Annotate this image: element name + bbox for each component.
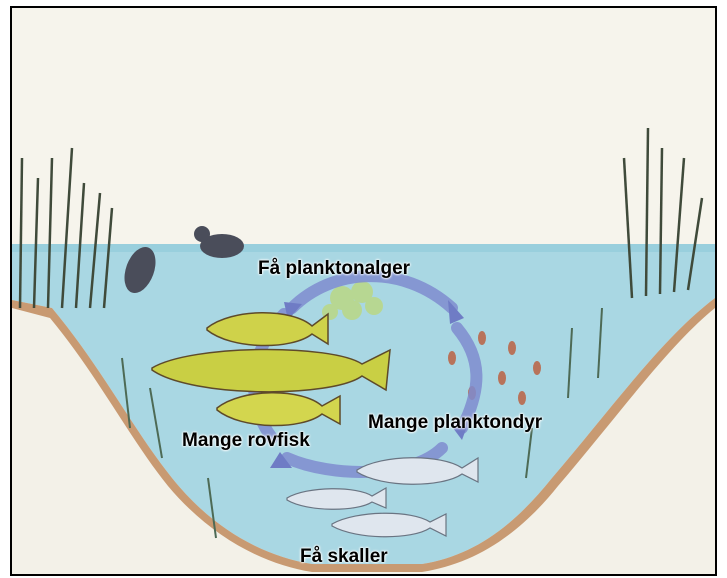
- label-few-phytoplankton: Få planktonalger: [258, 258, 410, 280]
- label-many-predator-fish: Mange rovfisk: [182, 430, 310, 452]
- water-surface: [12, 244, 715, 252]
- lake-scene: [12, 8, 715, 574]
- label-many-zooplankton: Mange planktondyr: [368, 412, 542, 434]
- lake-illustration: Få planktonalger Mange planktondyr Mange…: [10, 6, 717, 576]
- label-few-roach: Få skaller: [300, 546, 388, 568]
